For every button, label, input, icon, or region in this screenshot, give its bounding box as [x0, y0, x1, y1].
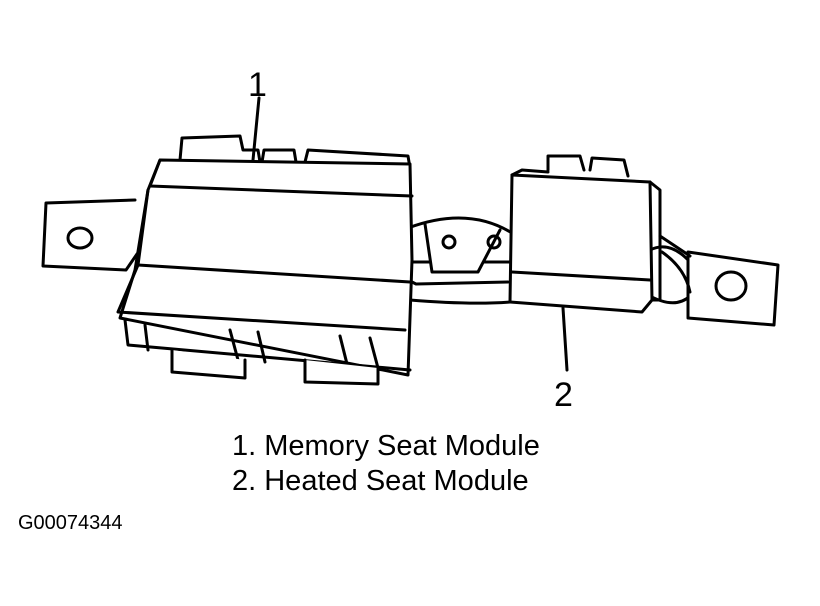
leader-line-1	[251, 96, 261, 162]
legend-item-1: 1. Memory Seat Module	[232, 430, 540, 462]
leader-line-2	[561, 306, 569, 372]
figure-id: G00074344	[18, 512, 123, 534]
heated-seat-module	[508, 154, 662, 314]
callout-1: 1	[248, 66, 267, 104]
legend-item-2: 2. Heated Seat Module	[232, 465, 529, 497]
memory-seat-module	[116, 134, 414, 386]
left-mounting-bracket	[41, 198, 139, 272]
right-mounting-bracket	[658, 234, 780, 327]
callout-2: 2	[554, 376, 573, 414]
